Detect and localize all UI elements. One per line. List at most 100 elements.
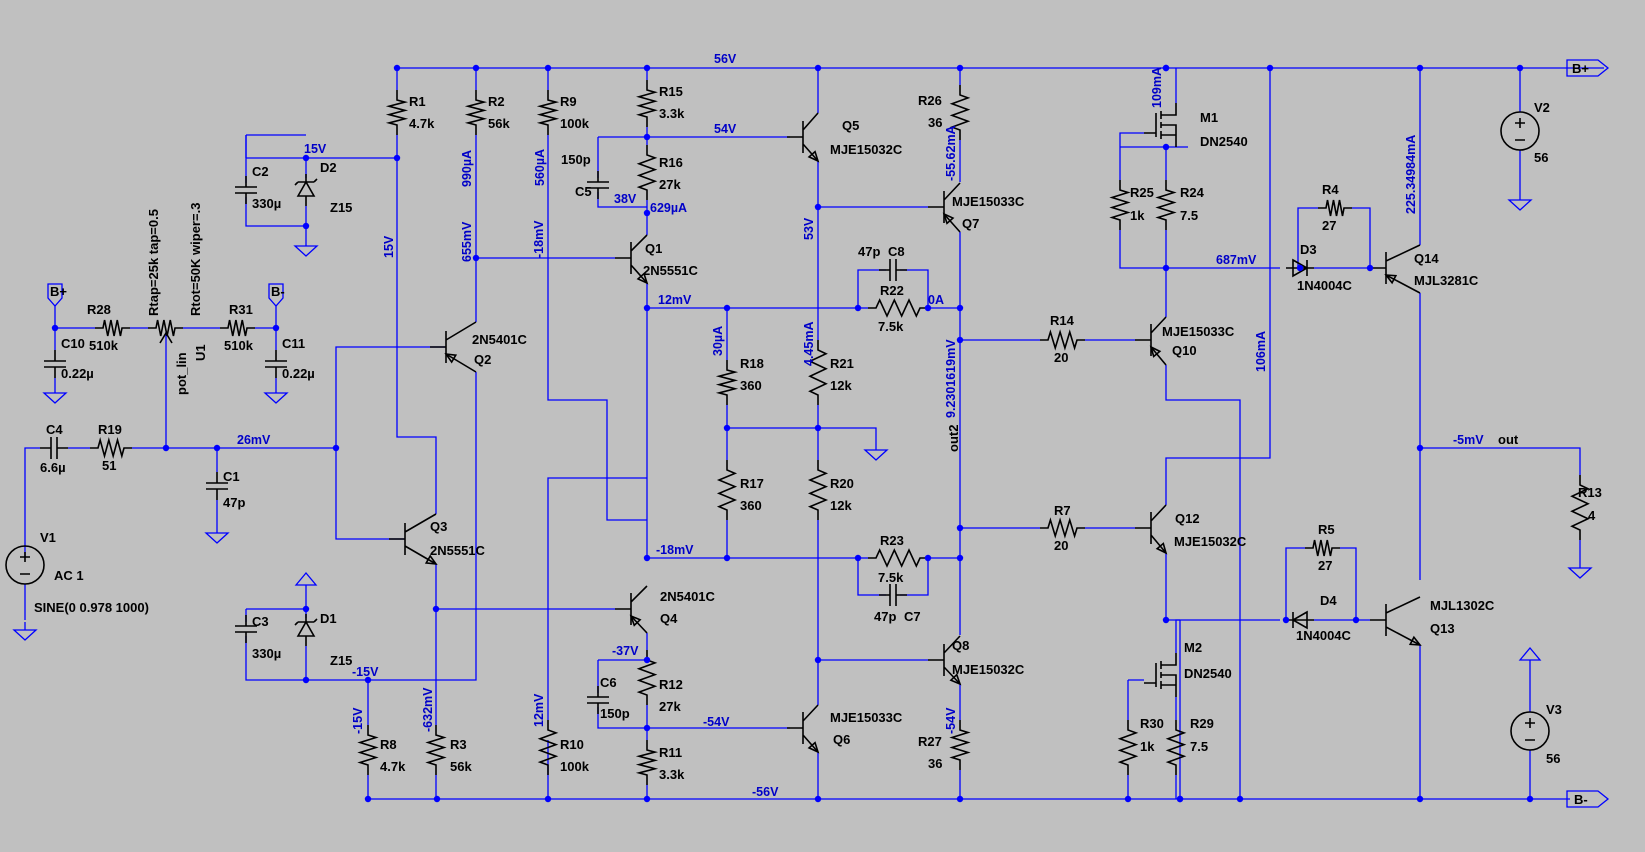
label-r28-val: 510k <box>89 338 119 353</box>
label-r14-val: 20 <box>1054 350 1068 365</box>
label-r19-val: 51 <box>102 458 116 473</box>
label-c1-val: 47p <box>223 495 245 510</box>
transistor-body <box>1370 244 1421 294</box>
transistor-q5 <box>787 112 820 163</box>
cap-c5 <box>587 171 609 199</box>
junction-dot <box>433 795 441 803</box>
transistor-arrow <box>424 554 438 565</box>
wire <box>396 135 437 514</box>
label-d2-val: Z15 <box>330 200 352 215</box>
junction-dot <box>364 795 372 803</box>
label-r1: R1 <box>409 94 426 109</box>
res-r12 <box>636 650 658 705</box>
label-q13: Q13 <box>1430 621 1455 636</box>
transistor-q3 <box>389 513 438 565</box>
label-q2-val: 2N5401C <box>472 332 528 347</box>
mosfet-body <box>1144 103 1177 147</box>
junction-dot <box>1236 795 1244 803</box>
junction-dot <box>643 304 651 312</box>
label-u1-params: Rtot=50K wiper=.3 <box>188 203 203 316</box>
transistor-arrow <box>444 352 458 364</box>
wire <box>1165 68 1271 505</box>
label-c2-val: 330µ <box>252 196 281 211</box>
net-label-n26mv: 26mV <box>237 433 271 447</box>
label-r3-val: 56k <box>450 759 472 774</box>
label-q13-val: MJL1302C <box>1430 598 1495 613</box>
net-label-n5mv: -5mV <box>1453 433 1484 447</box>
label-r31-val: 510k <box>224 338 254 353</box>
cap-c3 <box>235 615 257 643</box>
junction-dot <box>1352 616 1360 624</box>
label-c1: C1 <box>223 469 240 484</box>
label-r20-val: 12k <box>830 498 852 513</box>
res-r19 <box>90 436 132 460</box>
junction-dot <box>1124 795 1132 803</box>
label-c5: C5 <box>575 184 592 199</box>
label-r15: R15 <box>659 84 683 99</box>
junction-dot <box>814 64 822 72</box>
mosfet-m2 <box>1144 653 1177 697</box>
junction-dot <box>1266 64 1274 72</box>
junction-dot <box>643 64 651 72</box>
res-r7 <box>1040 517 1085 539</box>
res-r28 <box>95 319 130 337</box>
res-r13 <box>1570 475 1590 540</box>
label-r27: R27 <box>918 734 942 749</box>
junction-dot <box>956 64 964 72</box>
net-label-n445ma: 4.45mA <box>802 322 816 366</box>
label-r18-val: 360 <box>740 378 762 393</box>
label-q3: Q3 <box>430 519 447 534</box>
net-label-n109ma: 109mA <box>1150 67 1164 108</box>
ground-symbol <box>293 238 319 257</box>
junction-dot <box>1162 143 1170 151</box>
label-out2: out2 <box>946 425 961 452</box>
label-v1-spec: SINE(0 0.978 1000) <box>34 600 149 615</box>
net-label-n15v-top: 15V <box>304 142 327 156</box>
source-sign <box>1525 718 1535 741</box>
junction-dot <box>1296 264 1304 272</box>
cap-c6 <box>587 686 609 714</box>
junction-dot <box>723 554 731 562</box>
label-r31: R31 <box>229 302 253 317</box>
junction-dot <box>302 222 310 230</box>
source-circle <box>5 545 45 585</box>
transistor-q4 <box>615 585 648 634</box>
label-r10: R10 <box>560 737 584 752</box>
port-flag <box>47 283 63 307</box>
res-r1 <box>385 90 409 135</box>
label-r24-val: 7.5 <box>1180 208 1198 223</box>
junction-dot <box>723 424 731 432</box>
transistor-body <box>1370 596 1421 646</box>
label-r24: R24 <box>1180 185 1205 200</box>
label-d2: D2 <box>320 160 337 175</box>
label-r18: R18 <box>740 356 764 371</box>
label-r9: R9 <box>560 94 577 109</box>
source-circle <box>1510 711 1550 751</box>
transistor-q14 <box>1370 244 1421 294</box>
source-v1 <box>5 545 45 585</box>
label-r5: R5 <box>1318 522 1335 537</box>
res-r30 <box>1117 720 1139 775</box>
net-label-n54v: 54V <box>714 122 737 136</box>
transistor-q1 <box>615 234 649 285</box>
net-label-n9230: 9.2301619mV <box>944 339 958 418</box>
ground-symbol <box>1567 560 1593 579</box>
net-label-n53v: 53V <box>802 217 816 240</box>
res-r2 <box>464 90 488 135</box>
label-r11: R11 <box>659 745 682 760</box>
wire <box>1119 230 1166 269</box>
wire <box>727 427 877 442</box>
wire <box>547 135 647 521</box>
junction-dot <box>814 656 822 664</box>
net-label-n18mv-a: -18mV <box>532 220 546 258</box>
junction-dot <box>643 133 651 141</box>
res-r18 <box>715 360 739 405</box>
label-c7: C7 <box>904 609 921 624</box>
junction-dot <box>854 554 862 562</box>
wire <box>1420 447 1581 475</box>
wire <box>255 305 277 329</box>
label-q2: Q2 <box>474 352 491 367</box>
label-r28: R28 <box>87 302 111 317</box>
label-q4: Q4 <box>660 611 678 626</box>
